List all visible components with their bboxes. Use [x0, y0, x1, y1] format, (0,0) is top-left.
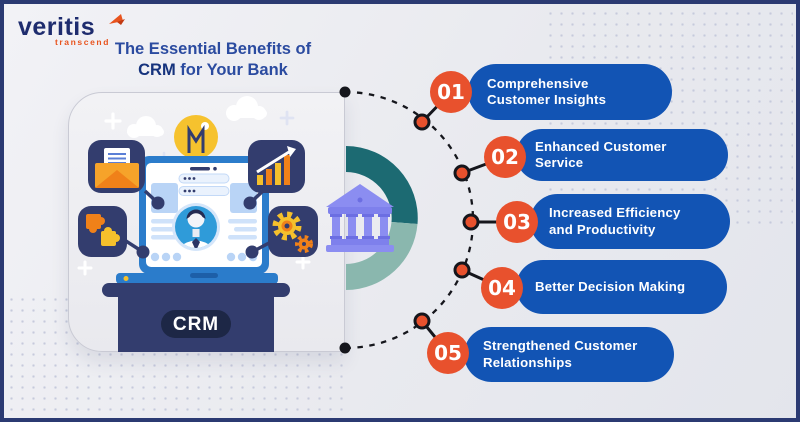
brand-tagline: transcend: [54, 37, 110, 47]
benefit-label-1: Comprehensive Customer Insights: [487, 75, 607, 108]
benefit-label-4: Better Decision Making: [535, 278, 686, 294]
benefit-label-2: Enhanced Customer Service: [535, 138, 667, 171]
benefit-number-badge-4: 04: [481, 267, 523, 309]
logo-arrow-icon: [109, 14, 125, 25]
benefit-pill-2: Enhanced Customer Service: [516, 129, 728, 181]
benefit-pill-3: Increased Efficiency and Productivity: [530, 194, 730, 249]
benefit-number-badge-3: 03: [496, 201, 538, 243]
benefit-number-badge-5: 05: [427, 332, 469, 374]
benefit-label-5: Strengthened Customer Relationships: [483, 338, 638, 370]
page-title: The Essential Benefits of CRM for Your B…: [100, 39, 326, 81]
title-crm: CRM: [138, 61, 176, 79]
user-avatar: [172, 203, 220, 251]
benefit-pill-5: Strengthened Customer Relationships: [464, 327, 674, 382]
cloud-icons: [127, 96, 267, 138]
plus-decor-icons: [77, 110, 311, 276]
brand-logo: veritis transcend: [18, 13, 125, 47]
benefit-pill-4: Better Decision Making: [516, 260, 727, 314]
email-icon: [88, 140, 145, 193]
dot-rows: [150, 252, 258, 262]
crm-ring: [346, 146, 418, 290]
puzzle-icon: [78, 206, 127, 257]
crm-podium: CRM: [102, 283, 290, 352]
title-line2: CRM for Your Bank: [100, 60, 326, 81]
benefit-number-badge-2: 02: [484, 136, 526, 178]
connector-node-dots: [413, 113, 480, 330]
list-rows: [178, 173, 230, 196]
brand-name: veritis: [18, 13, 96, 41]
screen-connector-dots: [136, 196, 259, 259]
benefit-pill-1: Comprehensive Customer Insights: [468, 64, 672, 120]
benefit-number-badge-1: 01: [430, 71, 472, 113]
title-rest: for Your Bank: [175, 61, 288, 79]
crm-label: CRM: [173, 314, 219, 335]
bank-icon: [326, 184, 394, 252]
bar-chart-icon: [248, 140, 305, 193]
laptop: [116, 156, 278, 284]
gears-icon: [268, 206, 318, 257]
title-line1: The Essential Benefits of: [114, 40, 312, 58]
benefit-label-3: Increased Efficiency and Productivity: [549, 205, 681, 237]
